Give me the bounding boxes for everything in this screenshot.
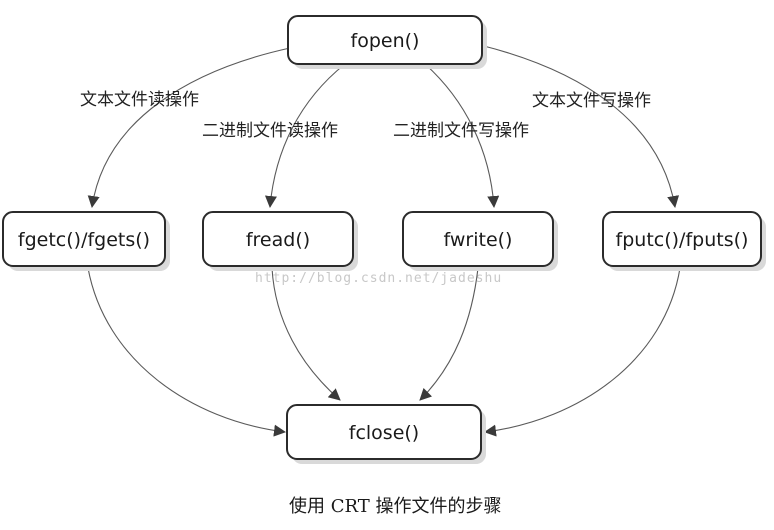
- label-binary-read: 二进制文件读操作: [202, 121, 338, 141]
- node-fwrite: fwrite(): [402, 211, 558, 271]
- edge-fwrite-to-fclose: [419, 267, 479, 401]
- node-fputc-fputs-label: fputc()/fputs(): [616, 229, 749, 251]
- figure-caption: 使用 CRT 操作文件的步骤: [289, 496, 501, 517]
- watermark: http://blog.csdn.net/jadeshu: [255, 271, 502, 286]
- node-fopen-label: fopen(): [351, 30, 420, 52]
- node-fclose: fclose(): [286, 404, 486, 464]
- edge-fopen-to-fwrite: [424, 63, 500, 208]
- label-binary-write: 二进制文件写操作: [393, 121, 529, 141]
- edge-fread-to-fclose: [271, 267, 341, 401]
- edge-fopen-to-fgetc: [87, 47, 291, 208]
- label-text-read: 文本文件读操作: [80, 90, 199, 110]
- edge-fopen-to-fread: [264, 63, 346, 208]
- label-text-write: 文本文件写操作: [532, 91, 651, 111]
- node-fwrite-label: fwrite(): [444, 229, 513, 251]
- node-fread-label: fread(): [246, 229, 310, 251]
- node-fread: fread(): [202, 211, 358, 271]
- edge-fopen-to-fputc: [479, 44, 680, 208]
- node-fputc-fputs: fputc()/fputs(): [602, 211, 766, 271]
- edge-fgetc-to-fclose: [87, 267, 286, 437]
- node-fclose-label: fclose(): [349, 422, 419, 444]
- node-fgetc-fgets-label: fgetc()/fgets(): [18, 229, 150, 251]
- edge-fputc-to-fclose: [484, 267, 681, 437]
- node-fopen: fopen(): [287, 15, 487, 69]
- node-fgetc-fgets: fgetc()/fgets(): [2, 211, 170, 271]
